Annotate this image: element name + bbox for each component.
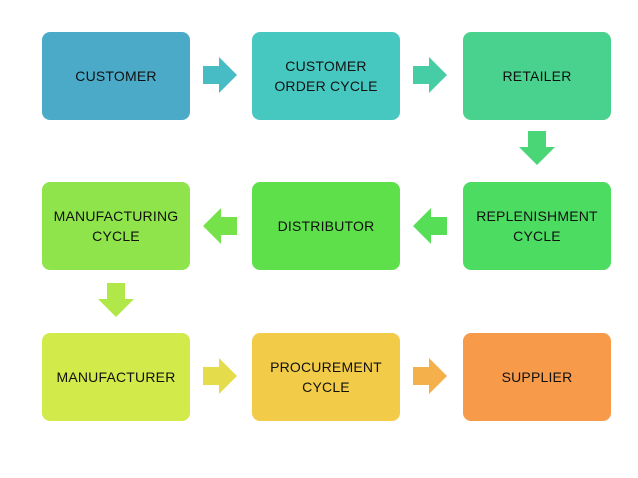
arrow-down-icon [98, 283, 134, 317]
arrow-shape [519, 131, 555, 165]
arrow-shape [203, 57, 237, 93]
manufacturer-box: MANUFACTURER [42, 333, 190, 421]
arrow-right-icon [413, 358, 447, 394]
customer-box: CUSTOMER [42, 32, 190, 120]
procurement-cycle-box: PROCUREMENT CYCLE [252, 333, 400, 421]
replenishment-cycle-box: REPLENISHMENT CYCLE [463, 182, 611, 270]
arrow-shape [413, 208, 447, 244]
arrow-shape [413, 358, 447, 394]
arrow-left-icon [413, 208, 447, 244]
arrow-shape [203, 358, 237, 394]
arrow-shape [98, 283, 134, 317]
supplier-box: SUPPLIER [463, 333, 611, 421]
customer-order-cycle-label: CUSTOMER ORDER CYCLE [274, 58, 378, 94]
customer-order-cycle-box: CUSTOMER ORDER CYCLE [252, 32, 400, 120]
manufacturer-label: MANUFACTURER [56, 369, 176, 385]
replenishment-cycle-label: REPLENISHMENT CYCLE [476, 208, 598, 244]
retailer-box: RETAILER [463, 32, 611, 120]
customer-label: CUSTOMER [75, 68, 157, 84]
arrow-down-icon [519, 131, 555, 165]
arrow-shape [413, 57, 447, 93]
distributor-box: DISTRIBUTOR [252, 182, 400, 270]
manufacturing-cycle-label: MANUFACTURING CYCLE [53, 208, 179, 244]
procurement-cycle-label: PROCUREMENT CYCLE [270, 359, 382, 395]
distributor-label: DISTRIBUTOR [277, 218, 375, 234]
manufacturing-cycle-box: MANUFACTURING CYCLE [42, 182, 190, 270]
arrow-right-icon [203, 358, 237, 394]
arrow-left-icon [203, 208, 237, 244]
arrow-right-icon [413, 57, 447, 93]
arrow-shape [203, 208, 237, 244]
retailer-label: RETAILER [502, 68, 572, 84]
supplier-label: SUPPLIER [501, 369, 573, 385]
arrow-right-icon [203, 57, 237, 93]
